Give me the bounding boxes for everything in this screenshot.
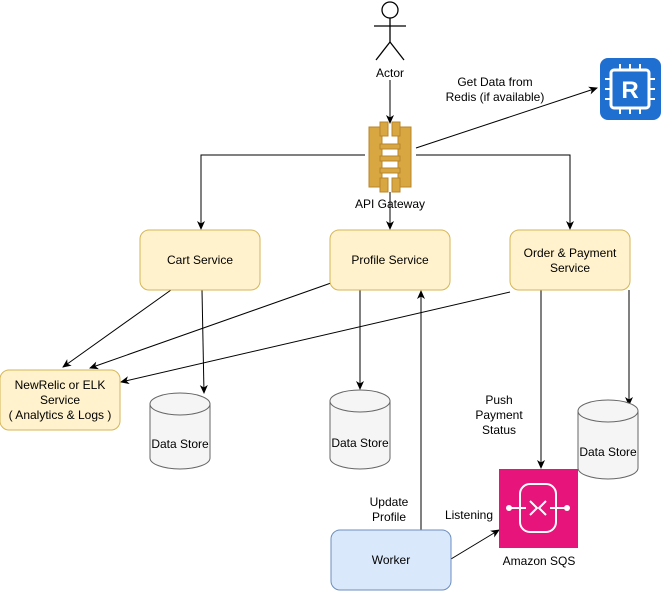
analytics-label-line3: ( Analytics & Logs )	[9, 408, 112, 422]
amazon-sqs-label: Amazon SQS	[503, 554, 576, 568]
edge-profile-analytics	[89, 282, 332, 370]
worker-label: Worker	[372, 553, 410, 567]
cart-data-store-label: Data Store	[151, 437, 209, 451]
order-data-store-label: Data Store	[579, 445, 637, 459]
edge-worker-sqs	[450, 529, 500, 560]
api-gateway-icon	[368, 121, 412, 193]
edge-label-listening: Listening	[445, 508, 493, 522]
edge-cart-store	[199, 289, 208, 394]
analytics-label-line2: Service	[40, 393, 80, 407]
edge-label-line: Redis (if available)	[446, 90, 545, 104]
amazon-sqs-node[interactable]: Amazon SQS	[499, 469, 578, 568]
analytics-service-node[interactable]: NewRelic or ELK Service ( Analytics & Lo…	[0, 369, 121, 431]
edge-label-update: Update Profile	[370, 495, 409, 524]
analytics-label-line1: NewRelic or ELK	[15, 378, 106, 392]
order-service-label-line1: Order & Payment	[524, 246, 617, 260]
edge-gateway-redis	[415, 86, 598, 149]
order-service-label-line2: Service	[550, 261, 590, 275]
cart-data-store[interactable]: Data Store	[149, 392, 211, 470]
api-gateway-node[interactable]: API Gateway	[355, 121, 425, 211]
edge-gateway-cart	[197, 154, 365, 230]
edge-label-line: Payment	[475, 408, 523, 422]
order-data-store[interactable]: Data Store	[577, 399, 639, 480]
edge-label-redis: Get Data from Redis (if available)	[446, 75, 545, 104]
order-service-node[interactable]: Order & Payment Service	[509, 229, 631, 291]
edges	[62, 80, 633, 560]
actor-label: Actor	[376, 66, 404, 80]
edge-gateway-order	[416, 154, 574, 230]
cart-service-node[interactable]: Cart Service	[139, 229, 261, 291]
edge-label-push: Push Payment Status	[475, 393, 523, 437]
edge-label-line: Profile	[372, 510, 406, 524]
edge-order-analytics	[120, 291, 511, 385]
edge-label-line: Status	[482, 423, 516, 437]
api-gateway-label: API Gateway	[355, 197, 425, 211]
redis-letter: R	[621, 77, 638, 104]
edge-label-line: Update	[370, 495, 409, 509]
redis-icon: R	[600, 58, 661, 120]
actor-node[interactable]: Actor	[374, 1, 406, 80]
profile-service-node[interactable]: Profile Service	[329, 229, 451, 291]
sqs-icon	[499, 469, 578, 548]
redis-node[interactable]: R	[600, 58, 661, 120]
profile-data-store-label: Data Store	[331, 436, 389, 450]
profile-service-label: Profile Service	[351, 253, 429, 267]
actor-icon	[374, 1, 406, 61]
edge-cart-analytics-1	[62, 289, 172, 368]
edge-label-line: Push	[485, 393, 512, 407]
worker-node[interactable]: Worker	[330, 529, 452, 591]
profile-data-store[interactable]: Data Store	[329, 389, 391, 470]
edge-label-line: Get Data from	[457, 75, 532, 89]
cart-service-label: Cart Service	[167, 253, 233, 267]
